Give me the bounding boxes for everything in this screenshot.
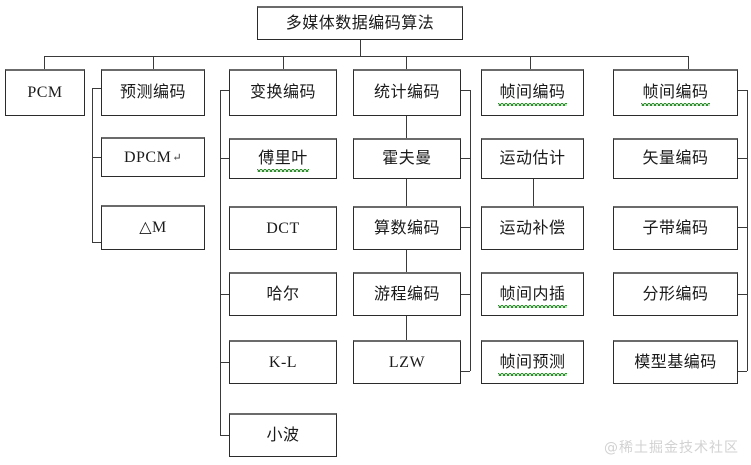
node-col3-child-2-label: DCT bbox=[266, 219, 300, 237]
connector-col4-right-stub-0 bbox=[461, 90, 470, 91]
node-col6-child-2[interactable]: 子带编码 bbox=[613, 206, 738, 250]
connector-drop-col3 bbox=[283, 56, 284, 70]
connector-col3-stub-1 bbox=[220, 158, 229, 159]
node-col6-child-4[interactable]: 模型基编码 bbox=[613, 340, 738, 384]
connector-col6-stub-1 bbox=[738, 158, 747, 159]
node-col2-child-2-label: △M bbox=[139, 219, 167, 236]
node-col4-child-4[interactable]: LZW bbox=[353, 340, 461, 384]
connector-col3-stub-3 bbox=[220, 294, 229, 295]
connector-col4-right-stub-2 bbox=[461, 227, 470, 228]
node-col3-child-5[interactable]: 小波 bbox=[229, 413, 337, 457]
connector-col2-stub-2 bbox=[92, 242, 101, 243]
node-col1-header-label: PCM bbox=[27, 84, 63, 101]
node-col5-child-4[interactable]: 帧间预测 bbox=[481, 340, 584, 384]
connector-col6-stub-0 bbox=[738, 90, 747, 91]
connector-col2-stub-1 bbox=[92, 157, 101, 158]
connector-col3-stub-4 bbox=[220, 362, 229, 363]
node-col5-child-3[interactable]: 帧间内插 bbox=[481, 272, 584, 316]
pilcrow-icon: ↵ bbox=[172, 152, 183, 164]
node-col4-header-label: 统计编码 bbox=[373, 84, 440, 101]
node-col3-child-2[interactable]: DCT bbox=[229, 206, 337, 250]
node-col3-child-5-label: 小波 bbox=[266, 426, 300, 444]
node-root[interactable]: 多媒体数据编码算法 bbox=[257, 6, 463, 40]
node-col3-child-1[interactable]: 傅里叶 bbox=[229, 138, 337, 179]
node-col4-child-3[interactable]: 游程编码 bbox=[353, 272, 461, 316]
node-col2-child-1[interactable]: DPCM↵ bbox=[101, 137, 205, 177]
connector-col4-link-2 bbox=[406, 250, 407, 272]
node-col4-child-2-label: 算数编码 bbox=[373, 219, 440, 237]
connector-col6-stub-2 bbox=[738, 227, 747, 228]
node-col3-child-4-label: K-L bbox=[268, 353, 298, 371]
node-col4-child-4-label: LZW bbox=[388, 353, 426, 371]
connector-col4-right-stub-4 bbox=[461, 371, 470, 372]
node-col3-child-3-label: 哈尔 bbox=[266, 285, 300, 303]
connector-drop-col5 bbox=[530, 56, 531, 70]
connector-drop-col2 bbox=[153, 56, 154, 70]
node-col2-child-1-label: DPCM bbox=[123, 148, 172, 166]
node-col3-child-3[interactable]: 哈尔 bbox=[229, 272, 337, 316]
node-col5-child-1[interactable]: 运动估计 bbox=[481, 138, 584, 179]
node-col5-header[interactable]: 帧间编码 bbox=[481, 69, 584, 116]
node-col1-header[interactable]: PCM bbox=[5, 69, 85, 116]
node-col2-header-label: 预测编码 bbox=[119, 84, 186, 101]
node-col6-header[interactable]: 帧间编码 bbox=[613, 69, 738, 116]
node-col3-child-1-label: 傅里叶 bbox=[257, 150, 309, 172]
node-col5-child-1-label: 运动估计 bbox=[499, 150, 566, 167]
node-col3-child-4[interactable]: K-L bbox=[229, 340, 337, 384]
connector-col3-stub-header bbox=[220, 90, 229, 91]
node-col6-child-2-label: 子带编码 bbox=[642, 219, 709, 237]
node-col4-child-3-label: 游程编码 bbox=[373, 285, 440, 303]
node-col4-child-1-label: 霍夫曼 bbox=[382, 150, 432, 167]
node-col3-header[interactable]: 变换编码 bbox=[229, 69, 337, 116]
connector-drop-col4 bbox=[406, 56, 407, 70]
connector-col6-stub-4 bbox=[738, 371, 747, 372]
connector-col4-right-spine bbox=[470, 90, 471, 371]
node-col6-child-3-label: 分形编码 bbox=[642, 285, 709, 303]
connector-drop-col1 bbox=[44, 56, 45, 70]
node-col4-child-2[interactable]: 算数编码 bbox=[353, 206, 461, 250]
node-root-label: 多媒体数据编码算法 bbox=[285, 14, 435, 32]
node-col6-child-1[interactable]: 矢量编码 bbox=[613, 138, 738, 179]
connector-col6-spine bbox=[747, 90, 748, 371]
connector-col2-spine bbox=[92, 88, 93, 242]
node-col6-child-4-label: 模型基编码 bbox=[634, 353, 717, 371]
connector-col4-link-1 bbox=[406, 179, 407, 206]
node-col6-child-1-label: 矢量编码 bbox=[642, 150, 709, 167]
connector-bus bbox=[44, 56, 689, 57]
node-col6-header-label: 帧间编码 bbox=[641, 84, 710, 106]
node-col5-child-2[interactable]: 运动补偿 bbox=[481, 206, 584, 250]
node-col2-header[interactable]: 预测编码 bbox=[101, 69, 205, 116]
connector-col6-stub-3 bbox=[738, 294, 747, 295]
connector-col5-link-1 bbox=[533, 179, 534, 206]
watermark: @稀土掘金技术社区 bbox=[604, 440, 739, 456]
connector-col4-right-stub-3 bbox=[461, 294, 470, 295]
node-col4-header[interactable]: 统计编码 bbox=[353, 69, 461, 116]
node-col2-child-2[interactable]: △M bbox=[101, 205, 205, 250]
connector-drop-col6 bbox=[688, 56, 689, 70]
node-col5-child-3-label: 帧间内插 bbox=[498, 285, 567, 308]
connector-col4-right-stub-1 bbox=[461, 158, 470, 159]
connector-col4-link-0 bbox=[406, 116, 407, 138]
connector-col3-spine bbox=[220, 90, 221, 435]
node-col5-child-4-label: 帧间预测 bbox=[498, 353, 567, 376]
node-col5-child-2-label: 运动补偿 bbox=[499, 219, 566, 237]
node-col5-header-label: 帧间编码 bbox=[498, 84, 567, 106]
connector-col4-link-3 bbox=[406, 316, 407, 340]
node-col6-child-3[interactable]: 分形编码 bbox=[613, 272, 738, 316]
node-col4-child-1[interactable]: 霍夫曼 bbox=[353, 138, 461, 179]
connector-col2-stub-header bbox=[92, 88, 101, 89]
connector-col3-stub-5 bbox=[220, 435, 229, 436]
connector-root-trunk bbox=[360, 40, 361, 56]
node-col3-header-label: 变换编码 bbox=[249, 84, 316, 101]
